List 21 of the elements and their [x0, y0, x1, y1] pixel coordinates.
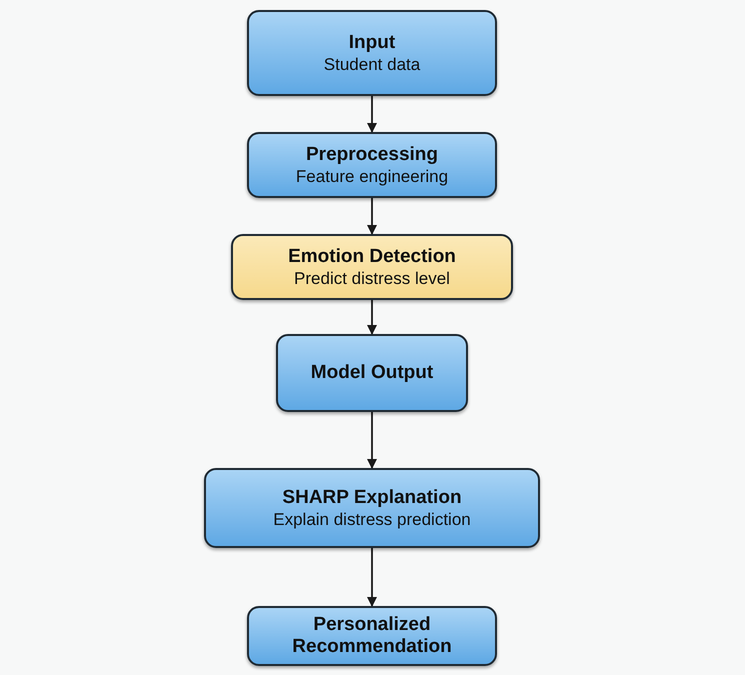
box-title: Personalized Recommendation — [291, 614, 453, 658]
box-subtitle: Explain distress prediction — [273, 508, 471, 530]
process-box — [231, 234, 513, 300]
box-title: Preprocessing — [306, 144, 438, 166]
arrow — [367, 412, 377, 469]
arrow — [367, 300, 377, 335]
arrow — [367, 548, 377, 607]
process-box — [247, 606, 497, 666]
arrow — [367, 96, 377, 133]
box-subtitle: Student data — [324, 54, 420, 74]
box-title: SHARP Explanation — [282, 486, 462, 508]
box-title: Model Output — [310, 362, 434, 384]
box-title: Input — [348, 32, 396, 54]
box-title: Emotion Detection — [288, 246, 456, 268]
process-box — [247, 132, 497, 198]
process-box — [204, 468, 540, 548]
process-box — [276, 334, 468, 412]
box-subtitle: Predict distress level — [294, 268, 450, 288]
box-subtitle: Feature engineering — [296, 166, 448, 186]
arrow — [367, 198, 377, 235]
process-box — [247, 10, 497, 96]
